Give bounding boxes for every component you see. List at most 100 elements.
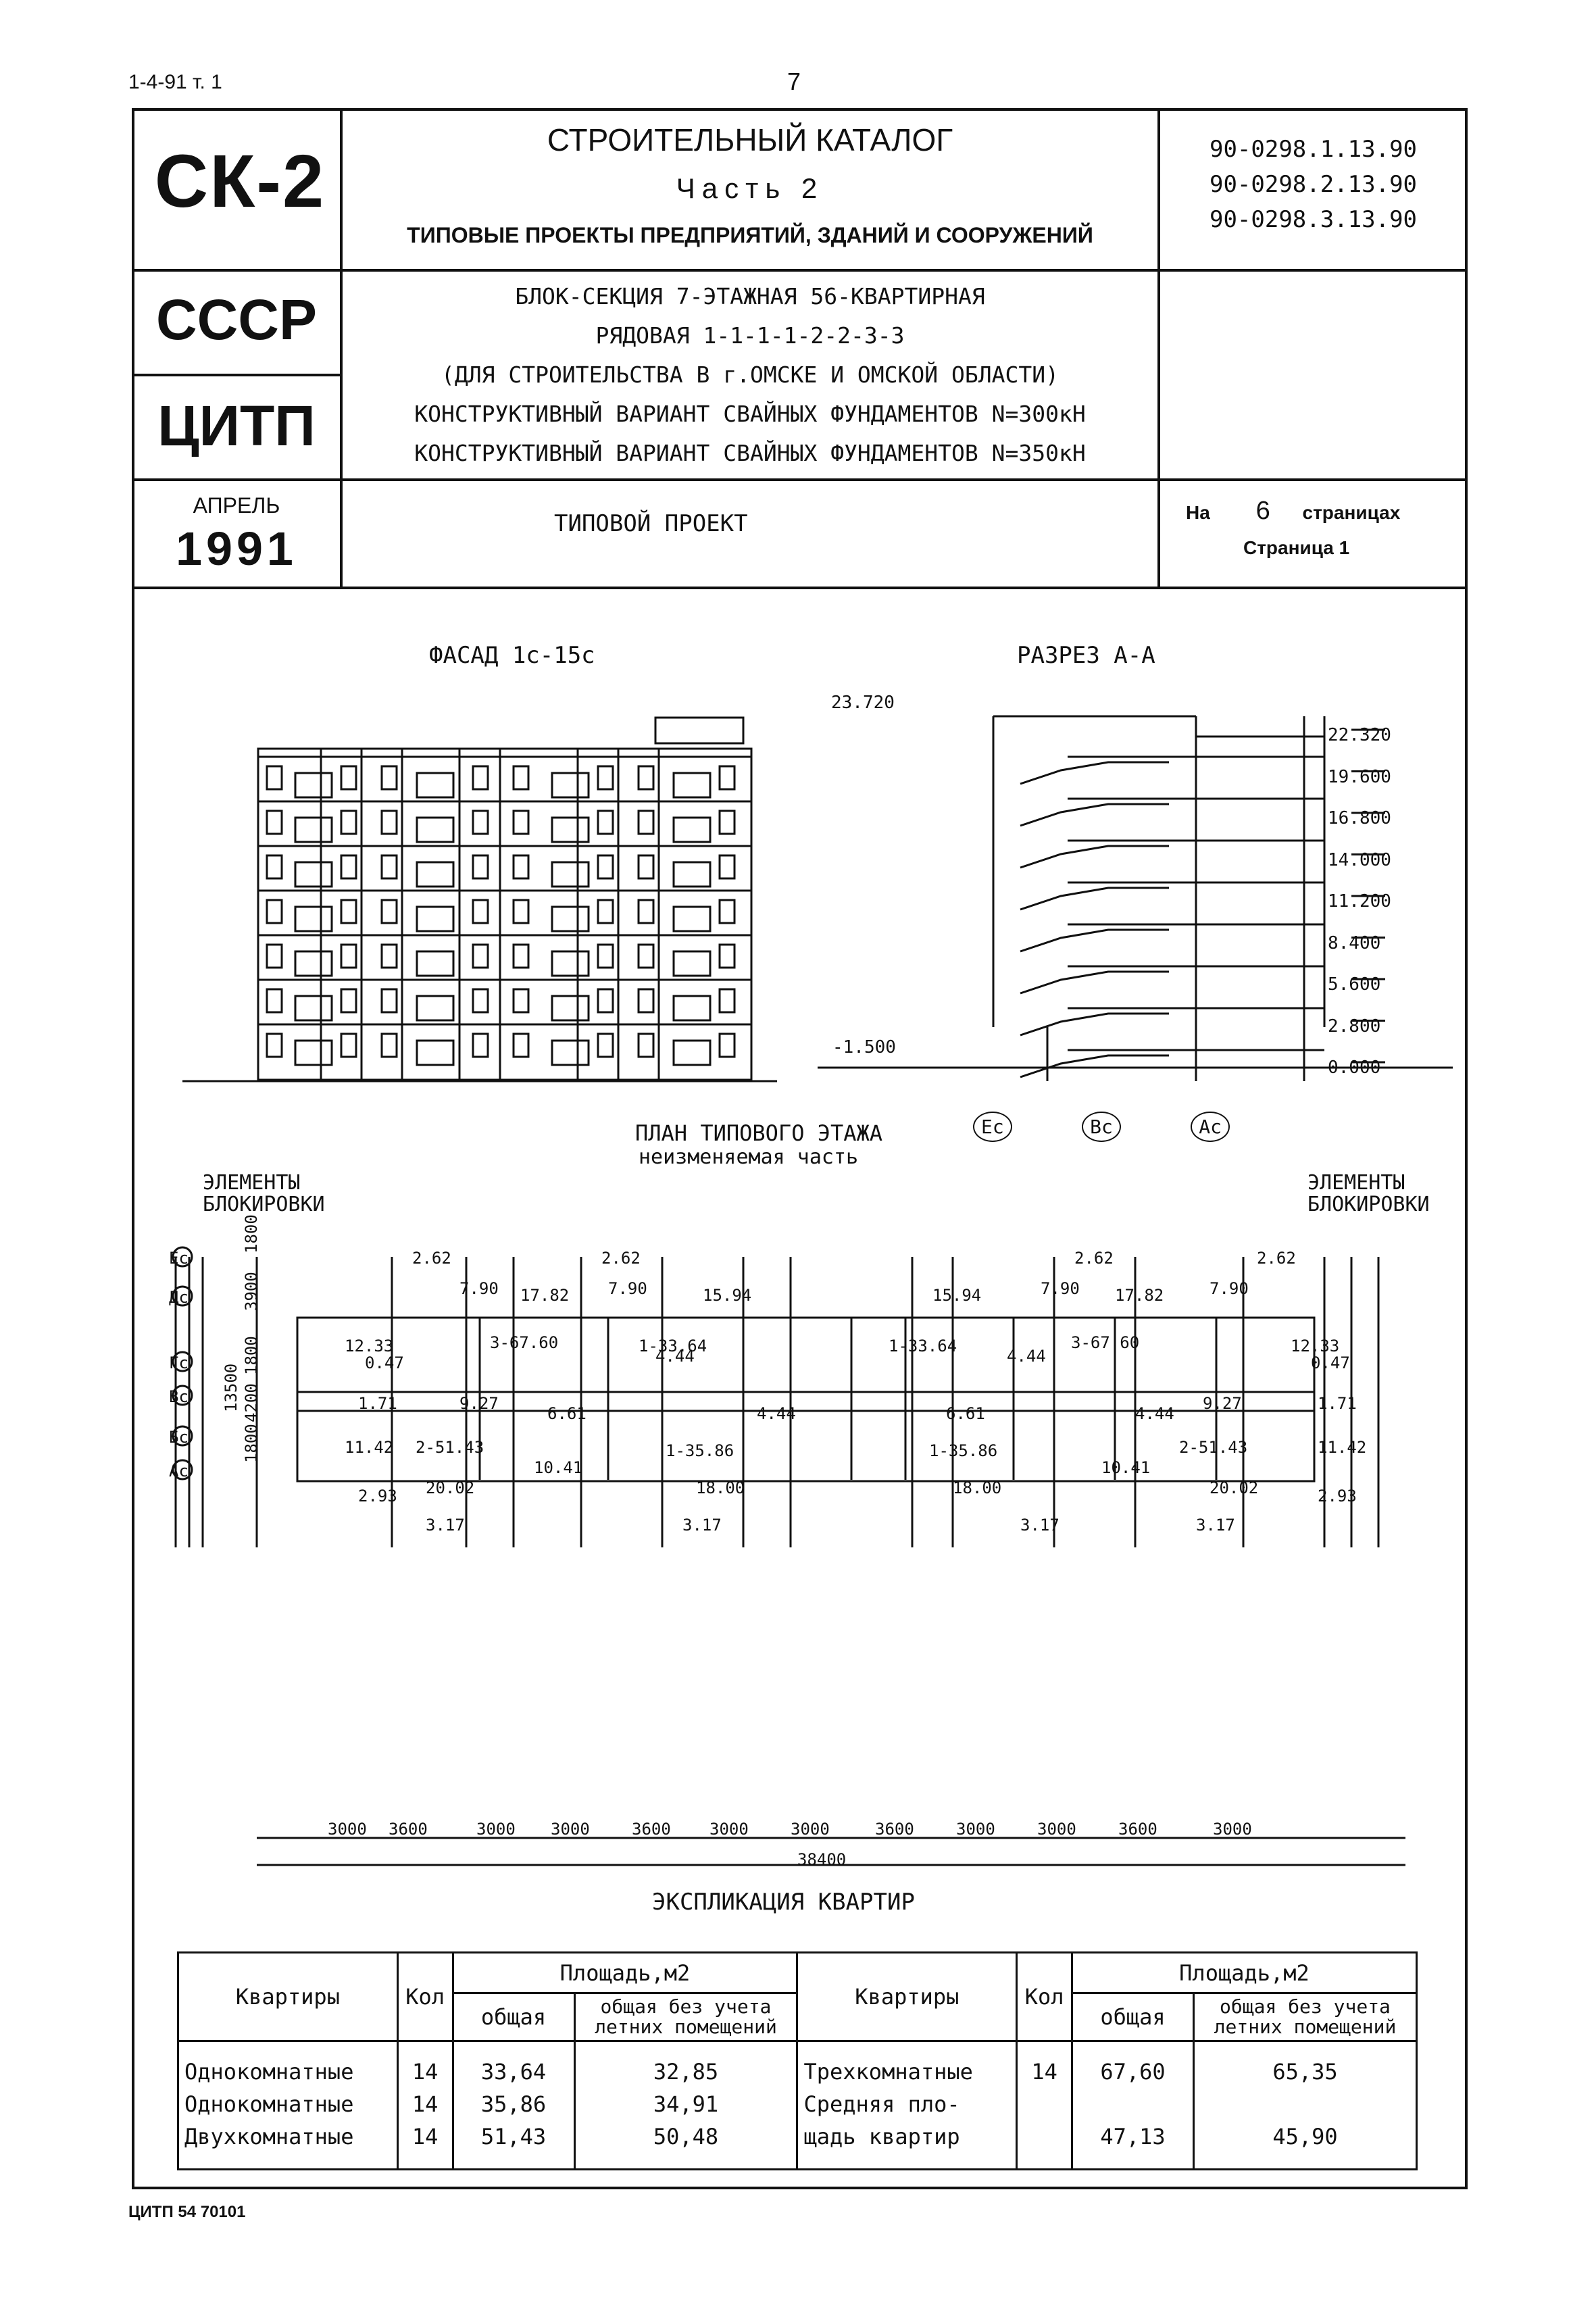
level-marks: 22.320 19.600 16.800 14.000 11.200 8.400… bbox=[1328, 715, 1391, 1089]
row-axis-marker bbox=[172, 1351, 193, 1372]
window bbox=[266, 1032, 283, 1058]
balcony bbox=[672, 905, 712, 932]
window bbox=[472, 988, 489, 1014]
balcony bbox=[416, 905, 455, 932]
page-label: Страница 1 bbox=[1243, 537, 1350, 558]
balcony bbox=[416, 995, 455, 1022]
col-count: Кол bbox=[1016, 1951, 1073, 2042]
window bbox=[340, 810, 357, 835]
window bbox=[472, 899, 489, 924]
balcony bbox=[551, 995, 590, 1022]
sheet-frame bbox=[132, 108, 1468, 2189]
room-area: 2.62 bbox=[1074, 1249, 1114, 1268]
window bbox=[637, 810, 655, 835]
right-wo: 65,35 45,90 bbox=[1192, 2040, 1418, 2170]
window bbox=[340, 988, 357, 1014]
window bbox=[380, 943, 398, 969]
facade-title: ФАСАД 1с-15с bbox=[429, 642, 595, 669]
balcony bbox=[294, 816, 333, 843]
project-description: БЛОК-СЕКЦИЯ 7-ЭТАЖНАЯ 56-КВАРТИРНАЯ РЯДО… bbox=[341, 277, 1159, 473]
window bbox=[472, 765, 489, 791]
row-axis-label: Ас bbox=[169, 1462, 189, 1480]
level-mark: 5.600 bbox=[1328, 974, 1381, 995]
area-without-summer bbox=[1200, 2088, 1410, 2120]
row-dimension: 1800 bbox=[242, 1424, 261, 1463]
room-area: 15.94 bbox=[932, 1286, 981, 1305]
area-without-summer: 32,85 bbox=[653, 2059, 719, 2085]
left-counts: 14 14 14 bbox=[396, 2040, 454, 2170]
balcony bbox=[672, 772, 712, 799]
room-area: 7.90 bbox=[1041, 1279, 1080, 1298]
apartment-type: Двухкомнатные bbox=[184, 2124, 354, 2149]
window bbox=[380, 810, 398, 835]
room-area: 6.61 bbox=[547, 1404, 587, 1423]
window bbox=[718, 810, 736, 835]
room-area: 10.41 bbox=[1101, 1458, 1150, 1477]
window bbox=[340, 765, 357, 791]
window bbox=[472, 810, 489, 835]
row-axis-marker bbox=[172, 1385, 193, 1406]
window bbox=[380, 899, 398, 924]
blocking-label: ЭЛЕМЕНТЫ bbox=[203, 1171, 301, 1195]
footer-code: ЦИТП 54 70101 bbox=[128, 2203, 246, 2221]
explication-table: Квартиры Кол Площадь,м2 Квартиры Кол Пло… bbox=[177, 1951, 1418, 2170]
blocking-label: БЛОКИРОВКИ bbox=[203, 1193, 325, 1216]
section-axis: Ес bbox=[973, 1112, 1012, 1142]
country-label: СССР bbox=[155, 288, 317, 351]
room-area: 2.62 bbox=[1257, 1249, 1296, 1268]
room-area: 17.82 bbox=[1115, 1286, 1164, 1305]
room-area: 9.27 bbox=[459, 1394, 499, 1413]
apartment-type: Трехкомнатные bbox=[803, 2059, 973, 2085]
room-area: 9.27 bbox=[1203, 1394, 1242, 1413]
window bbox=[597, 810, 614, 835]
window bbox=[380, 988, 398, 1014]
facade-outline bbox=[257, 747, 753, 1081]
balcony bbox=[551, 1039, 590, 1066]
balcony bbox=[416, 950, 455, 977]
balcony bbox=[551, 950, 590, 977]
left-names: Однокомнатные Однокомнатные Двухкомнатны… bbox=[177, 2040, 399, 2170]
window bbox=[380, 765, 398, 791]
stair-flight bbox=[1020, 845, 1169, 869]
level-mark: 14.000 bbox=[1328, 849, 1391, 870]
window bbox=[597, 854, 614, 880]
level-mark: 0.000 bbox=[1328, 1057, 1381, 1078]
room-area: 15.94 bbox=[703, 1286, 751, 1305]
column-dimension: 3600 bbox=[389, 1820, 428, 1839]
window bbox=[512, 943, 530, 969]
balcony bbox=[672, 1039, 712, 1066]
description-line: КОНСТРУКТИВНЫЙ ВАРИАНТ СВАЙНЫХ ФУНДАМЕНТ… bbox=[414, 440, 1086, 466]
room-area: 11.42 bbox=[1318, 1438, 1366, 1457]
apartment-label: 1-35.86 bbox=[666, 1441, 734, 1460]
description-line: БЛОК-СЕКЦИЯ 7-ЭТАЖНАЯ 56-КВАРТИРНАЯ bbox=[515, 283, 985, 309]
area-without-summer: 45,90 bbox=[1272, 2124, 1338, 2149]
window bbox=[512, 810, 530, 835]
total-length: 38400 bbox=[797, 1850, 846, 1869]
description-line: КОНСТРУКТИВНЫЙ ВАРИАНТ СВАЙНЫХ ФУНДАМЕНТ… bbox=[414, 401, 1086, 427]
catalog-title: СТРОИТЕЛЬНЫЙ КАТАЛОГ bbox=[547, 122, 953, 157]
level-mark: 19.600 bbox=[1328, 766, 1391, 787]
room-area: 2.93 bbox=[1318, 1487, 1357, 1505]
column-dimension: 3000 bbox=[1037, 1820, 1076, 1839]
header-grid bbox=[132, 108, 1468, 589]
row-axis-marker bbox=[172, 1285, 193, 1307]
room-area: 18.00 bbox=[953, 1478, 1001, 1497]
window bbox=[512, 1032, 530, 1058]
window bbox=[718, 899, 736, 924]
window bbox=[340, 943, 357, 969]
balcony bbox=[551, 772, 590, 799]
room-area: 20.02 bbox=[1210, 1478, 1258, 1497]
column-dimension: 3000 bbox=[709, 1820, 749, 1839]
description-line: (ДЛЯ СТРОИТЕЛЬСТВА В г.ОМСКЕ И ОМСКОЙ ОБ… bbox=[441, 362, 1059, 388]
project-codes: 90-0298.1.13.90 90-0298.2.13.90 90-0298.… bbox=[1159, 132, 1468, 237]
plan-title: ПЛАН ТИПОВОГО ЭТАЖА bbox=[635, 1120, 883, 1146]
window bbox=[512, 988, 530, 1014]
window bbox=[718, 988, 736, 1014]
project-code: 90-0298.1.13.90 bbox=[1209, 136, 1418, 163]
window bbox=[718, 943, 736, 969]
area-total: 51,43 bbox=[480, 2124, 547, 2149]
balcony bbox=[672, 995, 712, 1022]
area-without-summer: 34,91 bbox=[653, 2091, 719, 2117]
apartment-type: Средняя пло- bbox=[803, 2091, 960, 2117]
col-area: Площадь,м2 bbox=[451, 1951, 799, 1994]
